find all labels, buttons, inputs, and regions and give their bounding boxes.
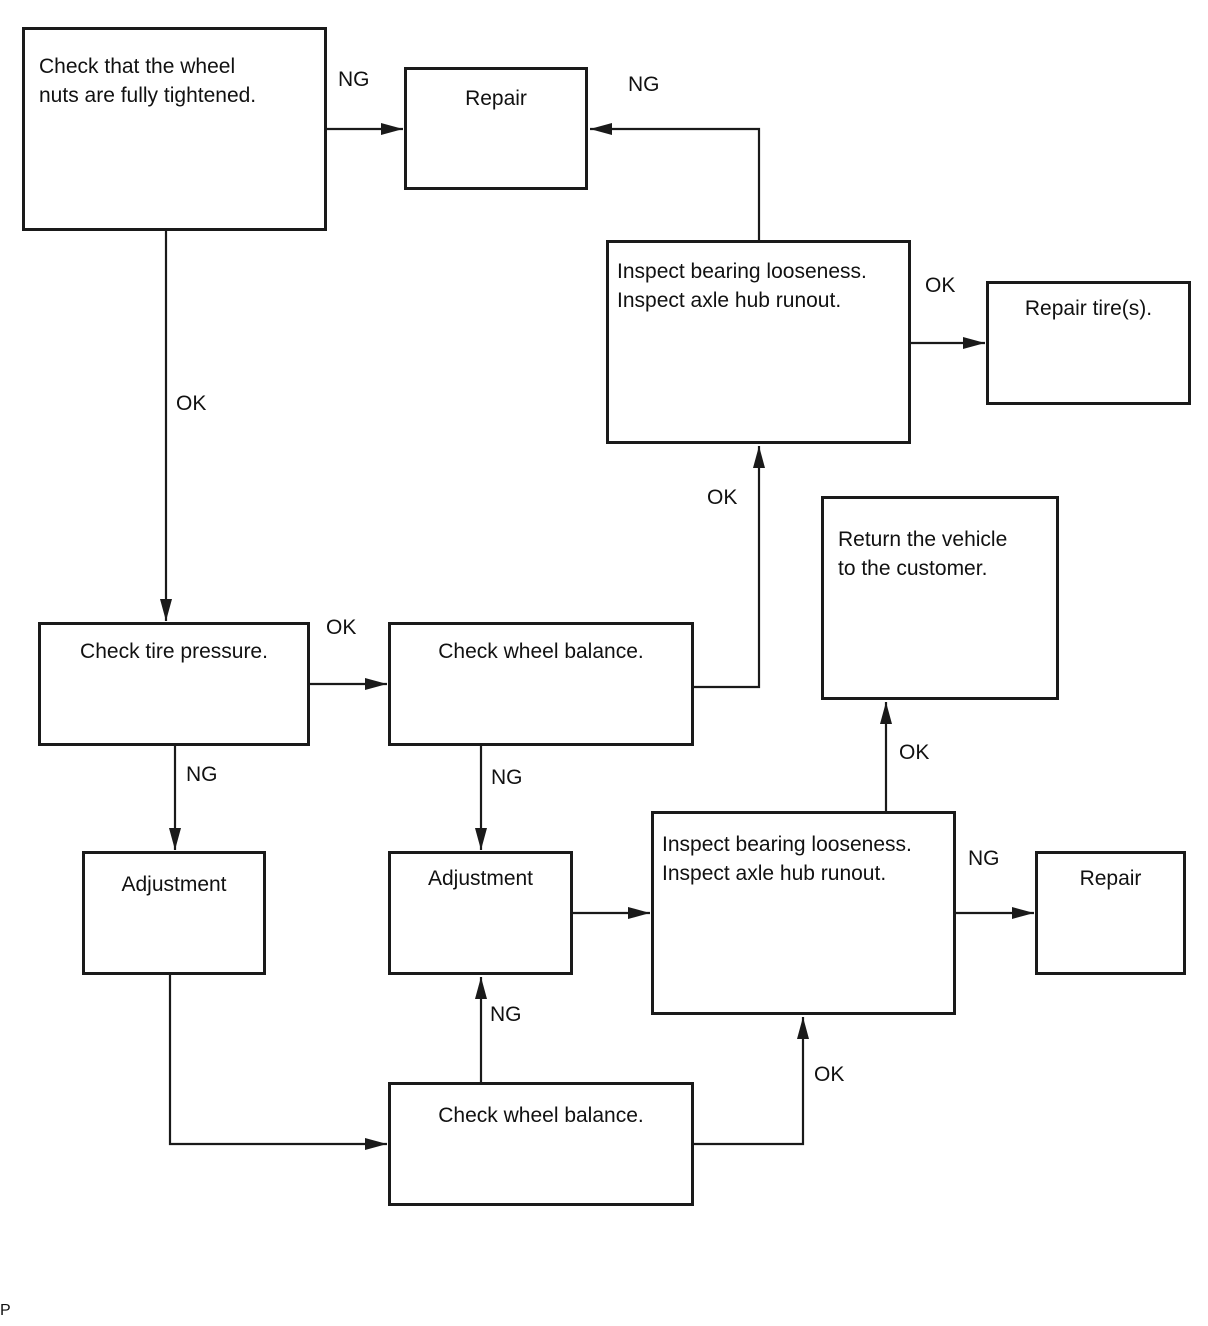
inspect-bearing-top-text: Inspect bearing looseness. Inspect axle … <box>617 260 867 312</box>
label-ng: NG <box>490 1003 522 1026</box>
label-ok: OK <box>925 274 956 297</box>
edge-inspect-top-to-repair <box>590 123 761 240</box>
label-ng: NG <box>491 766 523 789</box>
check-wheel-balance-box-top: Check wheel balance. <box>388 622 694 746</box>
repair-tires-text: Repair tire(s). <box>1024 297 1153 320</box>
inspect-bearing-bottom-text: Inspect bearing looseness. Inspect axle … <box>662 833 912 885</box>
return-vehicle-box: Return the vehicle to the customer. <box>821 496 1059 700</box>
check-wheel-nuts-box: Check that the wheel nuts are fully tigh… <box>22 27 327 231</box>
label-ok: OK <box>707 486 738 509</box>
check-wheel-balance-top-text: Check wheel balance. <box>438 640 644 663</box>
check-tire-pressure-text: Check tire pressure. <box>80 640 268 663</box>
repair-box-bottom: Repair <box>1035 851 1186 975</box>
footer-code: P <box>0 1302 11 1319</box>
check-tire-pressure-box: Check tire pressure. <box>38 622 310 746</box>
repair-top-text: Repair <box>465 87 527 110</box>
return-vehicle-text: Return the vehicle to the customer. <box>838 528 1008 580</box>
check-wheel-nuts-text: Check that the wheel nuts are fully tigh… <box>39 55 257 107</box>
label-ok: OK <box>899 741 930 764</box>
label-ng: NG <box>338 68 370 91</box>
edge-adjustment-to-wheelbalance-bottom <box>168 975 387 1150</box>
label-ng: NG <box>968 847 1000 870</box>
inspect-bearing-box-bottom: Inspect bearing looseness. Inspect axle … <box>651 811 956 1015</box>
check-wheel-balance-box-bottom: Check wheel balance. <box>388 1082 694 1206</box>
label-ng: NG <box>186 763 218 786</box>
adjustment-left-text: Adjustment <box>121 873 227 896</box>
adjustment-box-left: Adjustment <box>82 851 266 975</box>
label-ok: OK <box>814 1063 845 1086</box>
repair-tires-box: Repair tire(s). <box>986 281 1191 405</box>
adjustment-box-middle: Adjustment <box>388 851 573 975</box>
label-ok: OK <box>176 392 207 415</box>
check-wheel-balance-bottom-text: Check wheel balance. <box>438 1104 644 1127</box>
adjustment-middle-text: Adjustment <box>427 867 534 890</box>
inspect-bearing-box-top: Inspect bearing looseness. Inspect axle … <box>606 240 911 444</box>
repair-box-top: Repair <box>404 67 588 190</box>
repair-bottom-text: Repair <box>1079 867 1142 890</box>
edge-wheelbalance-bottom-to-inspect-bottom <box>694 1017 809 1146</box>
label-ng: NG <box>628 73 660 96</box>
label-ok: OK <box>326 616 357 639</box>
edge-wheelbalance-to-inspect-top <box>694 446 765 689</box>
